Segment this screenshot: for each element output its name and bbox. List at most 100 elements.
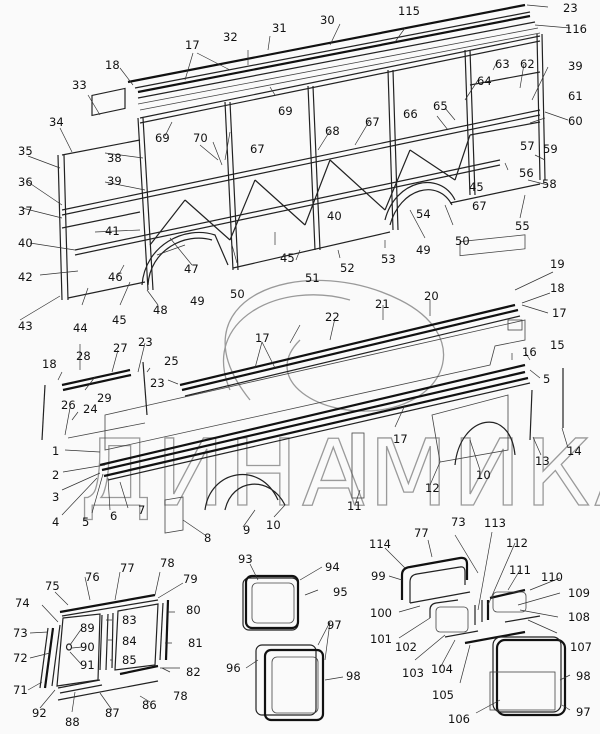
callout: 30 <box>320 13 335 27</box>
callout: 39 <box>107 174 122 188</box>
callout: 31 <box>272 21 287 35</box>
watermark-text: ДИНАМИКА 76 <box>80 420 600 527</box>
callout: 112 <box>506 536 528 550</box>
callout: 29 <box>97 391 112 405</box>
callout: 95 <box>333 585 348 599</box>
callout: 98 <box>346 669 361 683</box>
callout: 107 <box>570 640 592 654</box>
callout: 55 <box>515 219 530 233</box>
callout: 101 <box>370 632 392 646</box>
side-skin-assembly <box>41 234 564 534</box>
callout: 94 <box>325 560 340 574</box>
callout: 67 <box>250 142 265 156</box>
callout: 23 <box>563 1 578 15</box>
leader-lines <box>19 4 571 714</box>
callout: 34 <box>49 115 64 129</box>
callout: 1 <box>52 444 59 458</box>
callout: 18 <box>105 58 120 72</box>
part-28 <box>61 368 131 387</box>
callout-labels-window-seals: 93 94 95 96 97 98 <box>226 552 361 683</box>
part-25 <box>142 361 148 416</box>
callout: 4 <box>52 515 59 529</box>
callout: 38 <box>107 151 122 165</box>
upper-skin-rails <box>179 303 521 397</box>
callout: 89 <box>80 621 95 635</box>
callout: 87 <box>105 706 120 720</box>
callout: 37 <box>18 204 33 218</box>
callout: 78 <box>173 689 188 703</box>
callout: 64 <box>477 74 492 88</box>
callout: 90 <box>80 640 95 654</box>
callout: 10 <box>476 468 491 482</box>
callout: 113 <box>484 516 506 530</box>
callout: 54 <box>416 207 431 221</box>
callout: 27 <box>113 341 128 355</box>
callout: 85 <box>122 653 137 667</box>
callout: 69 <box>155 131 170 145</box>
callout: 14 <box>567 444 582 458</box>
callout: 109 <box>568 586 590 600</box>
callout: 12 <box>425 481 440 495</box>
arch-10-right <box>454 421 516 466</box>
callout: 77 <box>120 561 135 575</box>
callout: 105 <box>432 688 454 702</box>
callout: 60 <box>568 114 583 128</box>
callout: 36 <box>18 175 33 189</box>
roof-rails <box>127 3 541 111</box>
window-seals <box>242 574 325 722</box>
part-24 <box>67 422 146 439</box>
callout: 82 <box>186 665 201 679</box>
callout: 115 <box>398 4 420 18</box>
callout: 102 <box>395 640 417 654</box>
callout: 6 <box>110 509 117 523</box>
callout: 79 <box>183 572 198 586</box>
callout-labels-frame: 23 116 115 30 31 32 17 18 33 34 35 36 37… <box>18 1 587 335</box>
callout: 45 <box>469 180 484 194</box>
callout: 96 <box>226 661 241 675</box>
side-frame-assembly <box>57 3 546 301</box>
panel-19 <box>459 234 526 257</box>
callout: 35 <box>18 144 33 158</box>
callout: 47 <box>184 262 199 276</box>
callout: 50 <box>230 287 245 301</box>
part-29 <box>62 373 132 392</box>
callout: 83 <box>122 613 137 627</box>
callout: 17 <box>393 432 408 446</box>
callout: 57 <box>520 139 535 153</box>
callout: 74 <box>15 596 30 610</box>
panel-8 <box>164 496 184 534</box>
watermark: ДИНАМИКА 76 <box>79 279 600 528</box>
callout: 99 <box>371 569 386 583</box>
callout: 98 <box>576 669 591 683</box>
lower-skin-rails <box>99 363 531 481</box>
callout: 110 <box>541 570 563 584</box>
callout: 56 <box>519 166 534 180</box>
callout: 61 <box>568 89 583 103</box>
callout: 84 <box>122 634 137 648</box>
callout: 50 <box>455 234 470 248</box>
watermark-logo <box>223 279 445 412</box>
callout: 28 <box>76 349 91 363</box>
callout: 77 <box>414 526 429 540</box>
callout: 51 <box>305 271 320 285</box>
callout: 13 <box>535 454 550 468</box>
callout: 10 <box>266 518 281 532</box>
callout: 62 <box>520 57 535 71</box>
callout: 43 <box>18 319 33 333</box>
callout: 46 <box>108 270 123 284</box>
callout: 3 <box>52 490 59 504</box>
panel-33 <box>91 87 126 117</box>
callout-labels-rear-window-kit: 114 77 73 113 112 111 110 109 99 100 101… <box>369 515 592 726</box>
callout: 73 <box>451 515 466 529</box>
callout: 9 <box>243 523 250 537</box>
truss-diagonals <box>149 134 471 246</box>
callout: 106 <box>448 712 470 726</box>
callout: 97 <box>327 618 342 632</box>
callout: 48 <box>153 303 168 317</box>
callout: 5 <box>82 515 89 529</box>
callout: 49 <box>416 243 431 257</box>
callout: 17 <box>552 306 567 320</box>
callout: 86 <box>142 698 157 712</box>
callout: 91 <box>80 658 95 672</box>
